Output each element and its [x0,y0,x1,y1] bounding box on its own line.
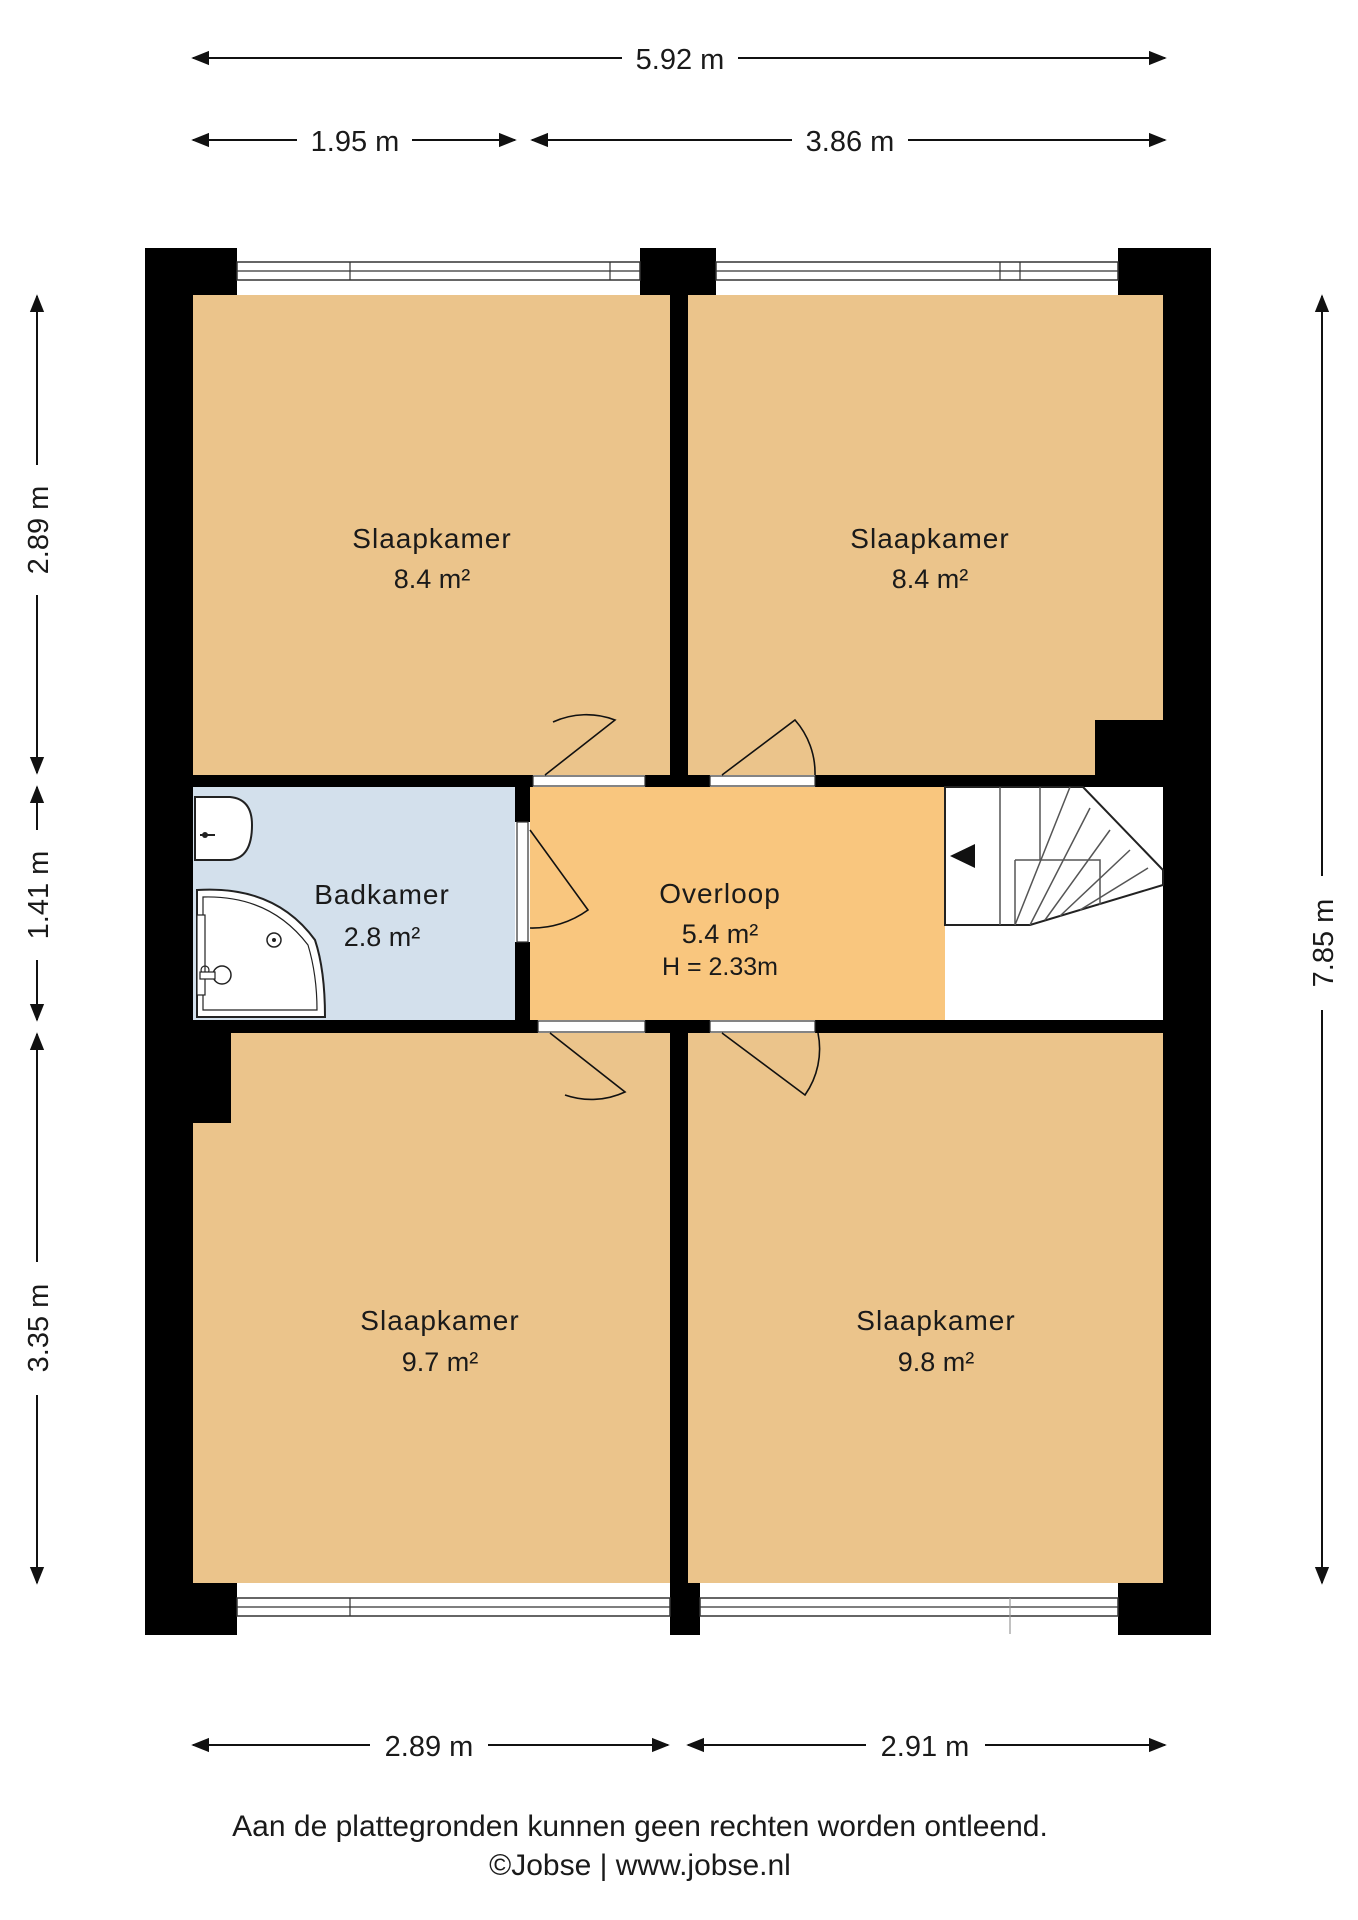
bedroom-bottom-left-floor [193,1033,670,1583]
room-area-landing: 5.4 m² [682,919,759,949]
room-name-bedroom-bottom-right: Slaapkamer [856,1305,1015,1336]
dim-bottom-right: 2.91 m [881,1731,970,1763]
dim-bottom-left: 2.89 m [385,1731,474,1763]
windows [236,261,1119,1634]
room-name-bedroom-bottom-left: Slaapkamer [360,1305,519,1336]
footer-credit: ©Jobse | www.jobse.nl [489,1849,791,1882]
dim-right-total: 7.85 m [1308,899,1340,988]
room-area-bathroom: 2.8 m² [344,922,421,952]
room-name-bedroom-top-right: Slaapkamer [850,523,1009,554]
room-name-landing: Overloop [659,878,781,909]
bedroom-top-left-floor [193,295,670,775]
room-area-bedroom-bottom-left: 9.7 m² [402,1347,479,1377]
footer-disclaimer: Aan de plattegronden kunnen geen rechten… [232,1810,1048,1843]
doors [516,713,821,1101]
room-area-bedroom-top-left: 8.4 m² [394,564,471,594]
dim-left-upper: 2.89 m [23,486,55,575]
landing-floor [530,787,945,1020]
room-height-landing: H = 2.33m [662,953,778,981]
room-area-bedroom-bottom-right: 9.8 m² [898,1347,975,1377]
dim-left-middle: 1.41 m [23,851,55,940]
dim-top-right: 3.86 m [806,126,895,158]
bedroom-bottom-right-floor [688,1033,1163,1583]
room-name-bedroom-top-left: Slaapkamer [352,523,511,554]
bedroom-top-right-floor [688,295,1163,775]
dim-top-total: 5.92 m [636,44,725,76]
walls [145,248,1211,1635]
dim-top-left: 1.95 m [311,126,400,158]
dimension-lines [29,50,1330,1753]
bathroom-fixtures [194,796,327,1018]
room-area-bedroom-top-right: 8.4 m² [892,564,969,594]
staircase [944,786,1164,926]
dim-left-lower: 3.35 m [23,1284,55,1373]
room-name-bathroom: Badkamer [314,879,450,910]
